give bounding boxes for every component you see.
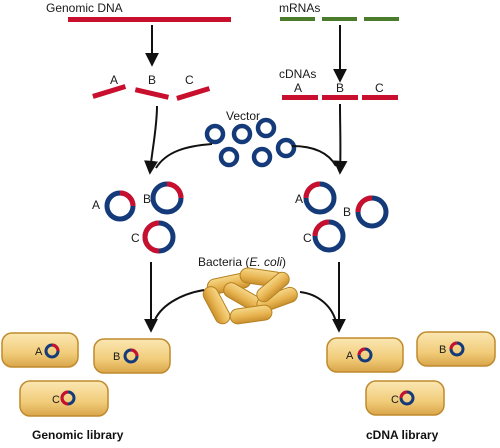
mrna-strands: [280, 17, 399, 21]
arrow-fragments-to-plasmids: [144, 105, 158, 175]
bacterium: [229, 304, 273, 325]
cdna-plasmid-label-b: B: [343, 205, 351, 219]
genomic-cell-label-c: C: [52, 394, 60, 406]
cdna-cell-a: A: [326, 337, 404, 373]
genomic-cell-label-b: B: [113, 351, 120, 363]
mrna-strand-a: [280, 17, 315, 21]
cdna-insert-a: [303, 181, 321, 199]
cdna-cell-label-b: B: [439, 344, 446, 356]
vector-plasmids: [204, 117, 297, 168]
bacterium: [256, 271, 290, 303]
cdna-recombinant-plasmids: A B C: [295, 181, 389, 253]
cdna-label-c: C: [375, 81, 384, 95]
cdna-cell-label-a: A: [346, 350, 354, 362]
genomic-cell-c: C: [19, 380, 109, 417]
arrow-bacteria-merge-right: [299, 291, 337, 323]
vector-plasmid: [275, 137, 297, 159]
bacteria-label: Bacteria (E. coli): [198, 255, 286, 269]
vector-plasmid: [204, 123, 226, 145]
bacteria-label-species: E. coli: [249, 255, 282, 269]
plasmid-label-b: B: [143, 192, 151, 206]
cdna-fragments: A B C: [282, 81, 398, 100]
cdna-cell-b: B: [416, 331, 496, 367]
bacteria-label-prefix: Bacteria (: [198, 255, 249, 269]
mrnas-label: mRNAs: [279, 1, 320, 15]
bacterium: [202, 286, 231, 325]
fragment-label-c: C: [185, 73, 194, 87]
bacteria-label-suffix: ): [282, 255, 286, 269]
cdna-insert-c: [312, 219, 330, 237]
genomic-fragments: A B C: [92, 73, 211, 101]
genomic-cell-b: B: [93, 338, 171, 374]
genomic-fragment-b: [134, 87, 170, 100]
cdna-cell-c: C: [365, 380, 445, 416]
genomic-dna-label: Genomic DNA: [46, 1, 123, 15]
cdna-label-a: A: [294, 81, 302, 95]
cdna-library-cells: A B C: [326, 331, 496, 416]
bacteria-cluster: [202, 267, 298, 325]
genomic-insert-c: [142, 220, 160, 254]
genomic-dna-strand: [68, 17, 231, 22]
genomic-fragment-a: [92, 84, 127, 99]
genomic-insert-b: [166, 181, 184, 199]
genomic-library-cells: A B C: [1, 332, 171, 417]
cdna-fragment-b: [322, 95, 358, 100]
cdna-plasmid-label-a: A: [295, 192, 303, 206]
cdna-fragment-c: [362, 95, 398, 100]
genomic-fragment-c: [176, 86, 211, 101]
fragment-label-a: A: [110, 73, 118, 87]
cdnas-label: cDNAs: [279, 67, 316, 81]
genomic-library-label: Genomic library: [32, 428, 124, 442]
cdna-label-b: B: [336, 81, 344, 95]
genomic-cell-a: A: [1, 332, 79, 368]
arrow-vector-merge-left: [155, 143, 213, 169]
cdna-library-label: cDNA library: [366, 428, 439, 442]
vector-plasmid: [218, 146, 240, 168]
genomic-recombinant-plasmids: A B C: [92, 181, 184, 254]
genomic-cell-label-a: A: [35, 346, 43, 358]
genomic-insert-a: [119, 190, 136, 207]
mrna-strand-b: [322, 17, 357, 21]
cdna-cell-label-c: C: [391, 394, 399, 406]
cdna-insert-b: [355, 195, 373, 213]
plasmid-label-a: A: [92, 198, 100, 212]
mrna-strand-c: [364, 17, 399, 21]
vector-plasmid: [231, 123, 253, 145]
vector-plasmid: [255, 117, 277, 139]
arrow-vector-merge-right: [291, 145, 337, 167]
vector-label: Vector: [226, 109, 260, 123]
cdna-fragment-a: [282, 95, 318, 100]
arrow-bacteria-merge-left: [153, 289, 205, 323]
plasmid-label-c: C: [131, 231, 140, 245]
vector-plasmid: [251, 146, 273, 168]
fragment-label-b: B: [148, 73, 156, 87]
cdna-plasmid-label-c: C: [303, 231, 312, 245]
